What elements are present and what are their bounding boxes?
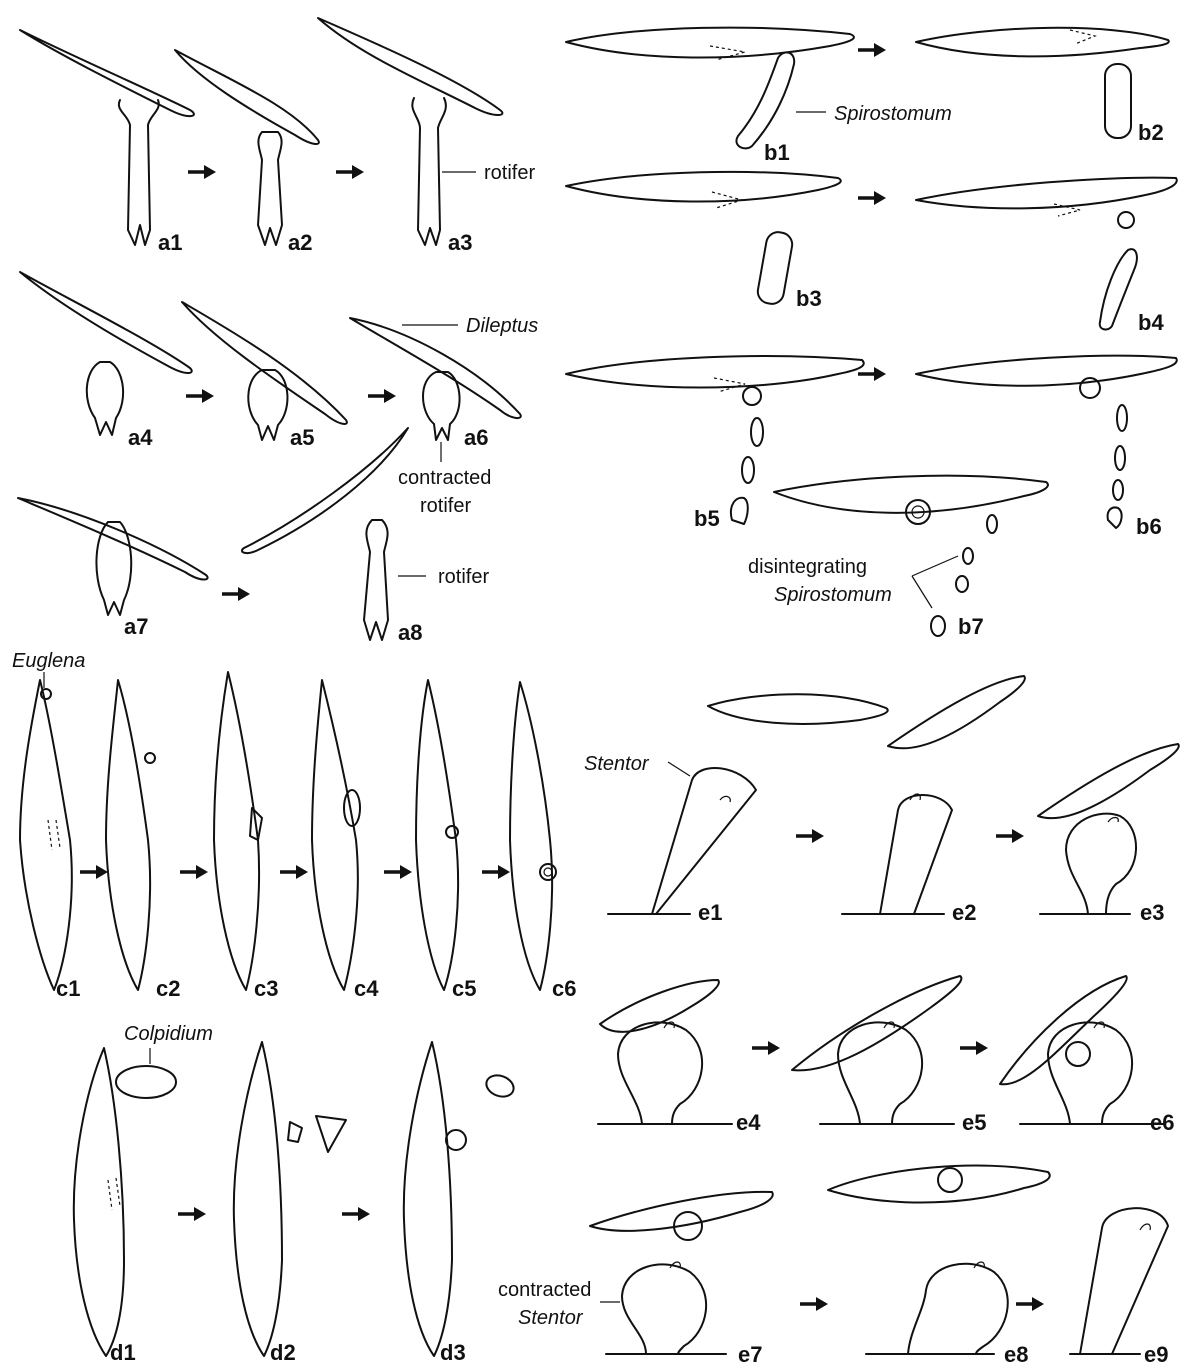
panel-e [590,676,1179,1354]
label-a4: a4 [128,425,153,450]
label-a3: a3 [448,230,472,255]
right-arrow-icon [342,1207,370,1221]
right-arrow-icon [186,389,214,403]
label-e8: e8 [1004,1342,1028,1367]
label-e4: e4 [736,1110,761,1135]
label-c4: c4 [354,976,379,1001]
label-c3: c3 [254,976,278,1001]
panel-a [18,18,521,640]
right-arrow-icon [336,165,364,179]
annotation-contracted-stentor-2: Stentor [518,1307,584,1329]
label-b3: b3 [796,286,822,311]
annotation-disintegrating-1: disintegrating [748,556,867,578]
label-e6: e6 [1150,1110,1174,1135]
annotation-stentor: Stentor [584,753,650,775]
right-arrow-icon [858,191,886,205]
annotation-contracted-rotifer-1: contracted [398,467,491,489]
right-arrow-icon [996,829,1024,843]
right-arrow-icon [280,865,308,879]
right-arrow-icon [188,165,216,179]
label-c6: c6 [552,976,576,1001]
annotation-disintegrating-2: Spirostomum [774,584,892,606]
label-a5: a5 [290,425,314,450]
label-a6: a6 [464,425,488,450]
label-a2: a2 [288,230,312,255]
right-arrow-icon [368,389,396,403]
right-arrow-icon [752,1041,780,1055]
label-b4: b4 [1138,310,1164,335]
right-arrow-icon [80,865,108,879]
right-arrow-icon [796,829,824,843]
right-arrow-icon [384,865,412,879]
right-arrow-icon [180,865,208,879]
label-d3: d3 [440,1340,466,1365]
label-a1: a1 [158,230,182,255]
label-b7: b7 [958,614,984,639]
label-d2: d2 [270,1340,296,1365]
label-b6: b6 [1136,514,1162,539]
label-e3: e3 [1140,900,1164,925]
right-arrow-icon [482,865,510,879]
annotation-rotifer: rotifer [484,162,535,184]
right-arrow-icon [222,587,250,601]
right-arrow-icon [858,367,886,381]
annotation-colpidium: Colpidium [124,1023,213,1045]
annotation-rotifer-a8: rotifer [438,566,489,588]
label-e7: e7 [738,1342,762,1367]
label-e9: e9 [1144,1342,1168,1367]
right-arrow-icon [960,1041,988,1055]
panel-c [20,672,556,990]
annotation-dileptus: Dileptus [466,315,538,337]
right-arrow-icon [800,1297,828,1311]
panel-d [74,1042,517,1356]
label-c5: c5 [452,976,476,1001]
annotation-euglena: Euglena [12,650,85,672]
label-b5: b5 [694,506,720,531]
label-d1: d1 [110,1340,136,1365]
annotation-spirostomum: Spirostomum [834,103,952,125]
right-arrow-icon [1016,1297,1044,1311]
annotation-contracted-stentor-1: contracted [498,1279,591,1301]
label-c2: c2 [156,976,180,1001]
right-arrow-icon [858,43,886,57]
annotation-contracted-rotifer-2: rotifer [420,495,471,517]
label-c1: c1 [56,976,80,1001]
label-e2: e2 [952,900,976,925]
right-arrow-icon [178,1207,206,1221]
label-b2: b2 [1138,120,1164,145]
label-e5: e5 [962,1110,986,1135]
label-a7: a7 [124,614,148,639]
label-b1: b1 [764,140,790,165]
label-a8: a8 [398,620,422,645]
label-e1: e1 [698,900,722,925]
